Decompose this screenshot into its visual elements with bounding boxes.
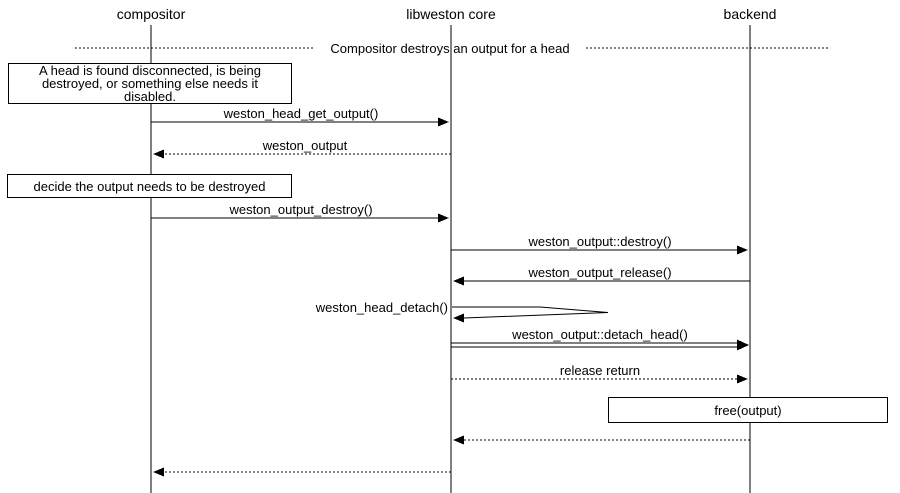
arrowhead bbox=[737, 245, 748, 255]
arrowhead bbox=[453, 276, 464, 286]
label-weston-output-return: weston_output bbox=[262, 138, 348, 153]
note-line: A head is found disconnected, is being bbox=[39, 63, 261, 78]
arrowhead bbox=[438, 213, 449, 223]
label-head-detach: weston_head_detach() bbox=[315, 300, 448, 315]
actor-libweston-core: libweston core bbox=[406, 6, 496, 22]
label-output-release: weston_output_release() bbox=[528, 265, 672, 280]
arrowhead bbox=[453, 435, 464, 445]
note-free-output: free(output) bbox=[608, 397, 888, 423]
label-detach-head: weston_output::detach_head() bbox=[512, 327, 688, 342]
arrowhead bbox=[153, 149, 164, 159]
arrowhead bbox=[737, 339, 749, 351]
divider-title: Compositor destroys an output for a head bbox=[330, 41, 570, 56]
note-line: free(output) bbox=[714, 402, 782, 418]
label-head-get-output: weston_head_get_output() bbox=[223, 106, 379, 121]
arrowhead bbox=[737, 374, 748, 384]
arrowhead bbox=[453, 313, 464, 323]
note-decide-destroy: decide the output needs to be destroyed bbox=[7, 174, 292, 198]
note-line: destroyed, or something else needs it bbox=[41, 76, 259, 91]
self-loop-head-detach bbox=[452, 306, 609, 319]
note-line: decide the output needs to be destroyed bbox=[33, 178, 266, 194]
actor-backend: backend bbox=[723, 6, 777, 22]
label-backend-destroy: weston_output::destroy() bbox=[528, 234, 672, 249]
arrowhead bbox=[438, 117, 449, 127]
actor-compositor: compositor bbox=[116, 6, 186, 22]
label-output-destroy: weston_output_destroy() bbox=[229, 202, 373, 217]
label-release-return: release return bbox=[559, 363, 641, 378]
arrowhead bbox=[153, 467, 164, 477]
note-line: disabled. bbox=[123, 89, 177, 104]
note-head-disconnected: A head is found disconnected, is being d… bbox=[8, 63, 292, 104]
